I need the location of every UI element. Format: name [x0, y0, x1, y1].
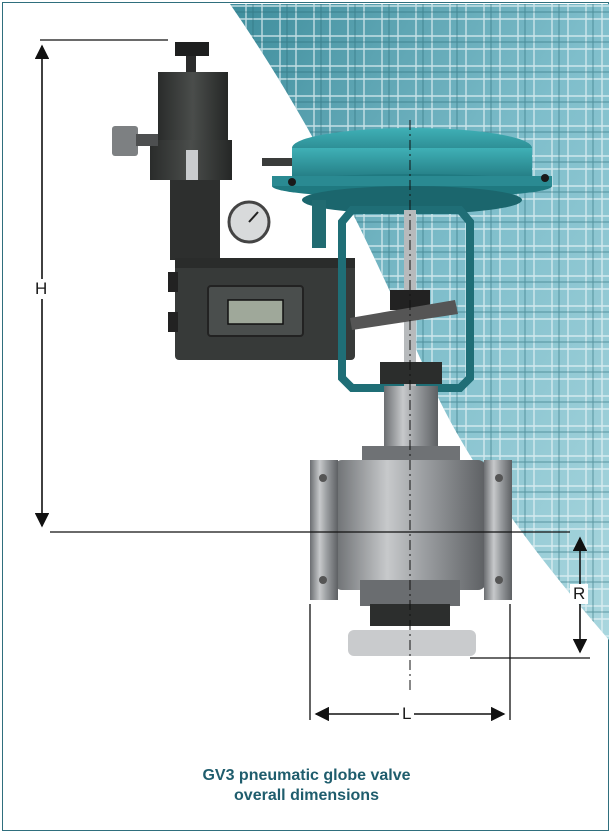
actuator [262, 128, 552, 392]
height-label: H [32, 279, 51, 299]
caption-line-1: GV3 pneumatic globe valve [202, 767, 411, 784]
positioner-assembly [112, 42, 355, 360]
caption-line-2: overall dimensions [234, 787, 379, 804]
diagram-caption: GV3 pneumatic globe valve overall dimens… [0, 766, 613, 806]
length-label: L [399, 704, 415, 724]
offset-label: R [570, 584, 589, 604]
